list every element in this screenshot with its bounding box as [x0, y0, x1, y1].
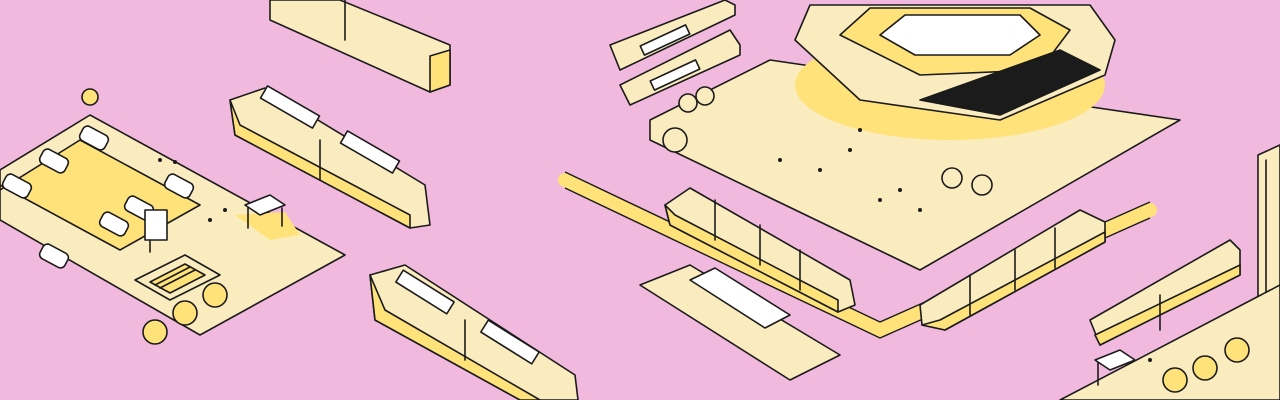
- tree-icon: [1162, 367, 1188, 393]
- tram-stop: [639, 264, 841, 381]
- tree-icon: [202, 282, 228, 308]
- car-icon: [38, 148, 70, 174]
- car-icon: [78, 125, 110, 151]
- tree-icon: [81, 88, 99, 106]
- person-icon: [918, 208, 922, 212]
- articulated-bus-right: [1089, 239, 1241, 346]
- car-icon: [163, 173, 195, 199]
- trees-left: [81, 88, 228, 345]
- person-icon: [778, 158, 782, 162]
- bus-shelter-left: [244, 194, 286, 229]
- person-icon: [898, 188, 902, 192]
- person-icon: [858, 128, 862, 132]
- parked-cars: [1, 125, 195, 269]
- tree-icon: [1192, 355, 1218, 381]
- tram-right: [919, 209, 1106, 331]
- stadium: [794, 4, 1116, 140]
- car-icon: [38, 243, 70, 269]
- right-plaza: [1059, 284, 1280, 400]
- articulated-bus-middle: [229, 85, 431, 229]
- bus-shelter-right: [1094, 349, 1136, 386]
- articulated-bus-top: [269, 0, 451, 93]
- tram-left: [664, 187, 856, 313]
- person-icon: [848, 148, 852, 152]
- tree-icon: [695, 86, 715, 106]
- trees-stadium: [662, 86, 993, 196]
- car-icon: [1, 173, 33, 199]
- person-icon: [1148, 358, 1152, 362]
- office-building: [1257, 144, 1280, 311]
- sign-board: [144, 209, 168, 253]
- person-icon: [878, 198, 882, 202]
- tree-icon: [971, 174, 993, 196]
- trees-right: [1162, 337, 1250, 393]
- buses-top-middle: [609, 0, 741, 106]
- person-icon: [208, 218, 212, 222]
- metro-entrance: [134, 254, 221, 301]
- tree-icon: [662, 127, 688, 153]
- person-icon: [818, 168, 822, 172]
- car-icon: [98, 211, 130, 237]
- tree-icon: [172, 300, 198, 326]
- tree-icon: [142, 319, 168, 345]
- tree-icon: [1224, 337, 1250, 363]
- articulated-bus-bottom: [369, 264, 579, 400]
- person-icon: [223, 208, 227, 212]
- person-icon: [173, 160, 177, 164]
- tree-icon: [678, 93, 698, 113]
- person-icon: [158, 158, 162, 162]
- tree-icon: [941, 167, 963, 189]
- crowds: [158, 128, 1152, 362]
